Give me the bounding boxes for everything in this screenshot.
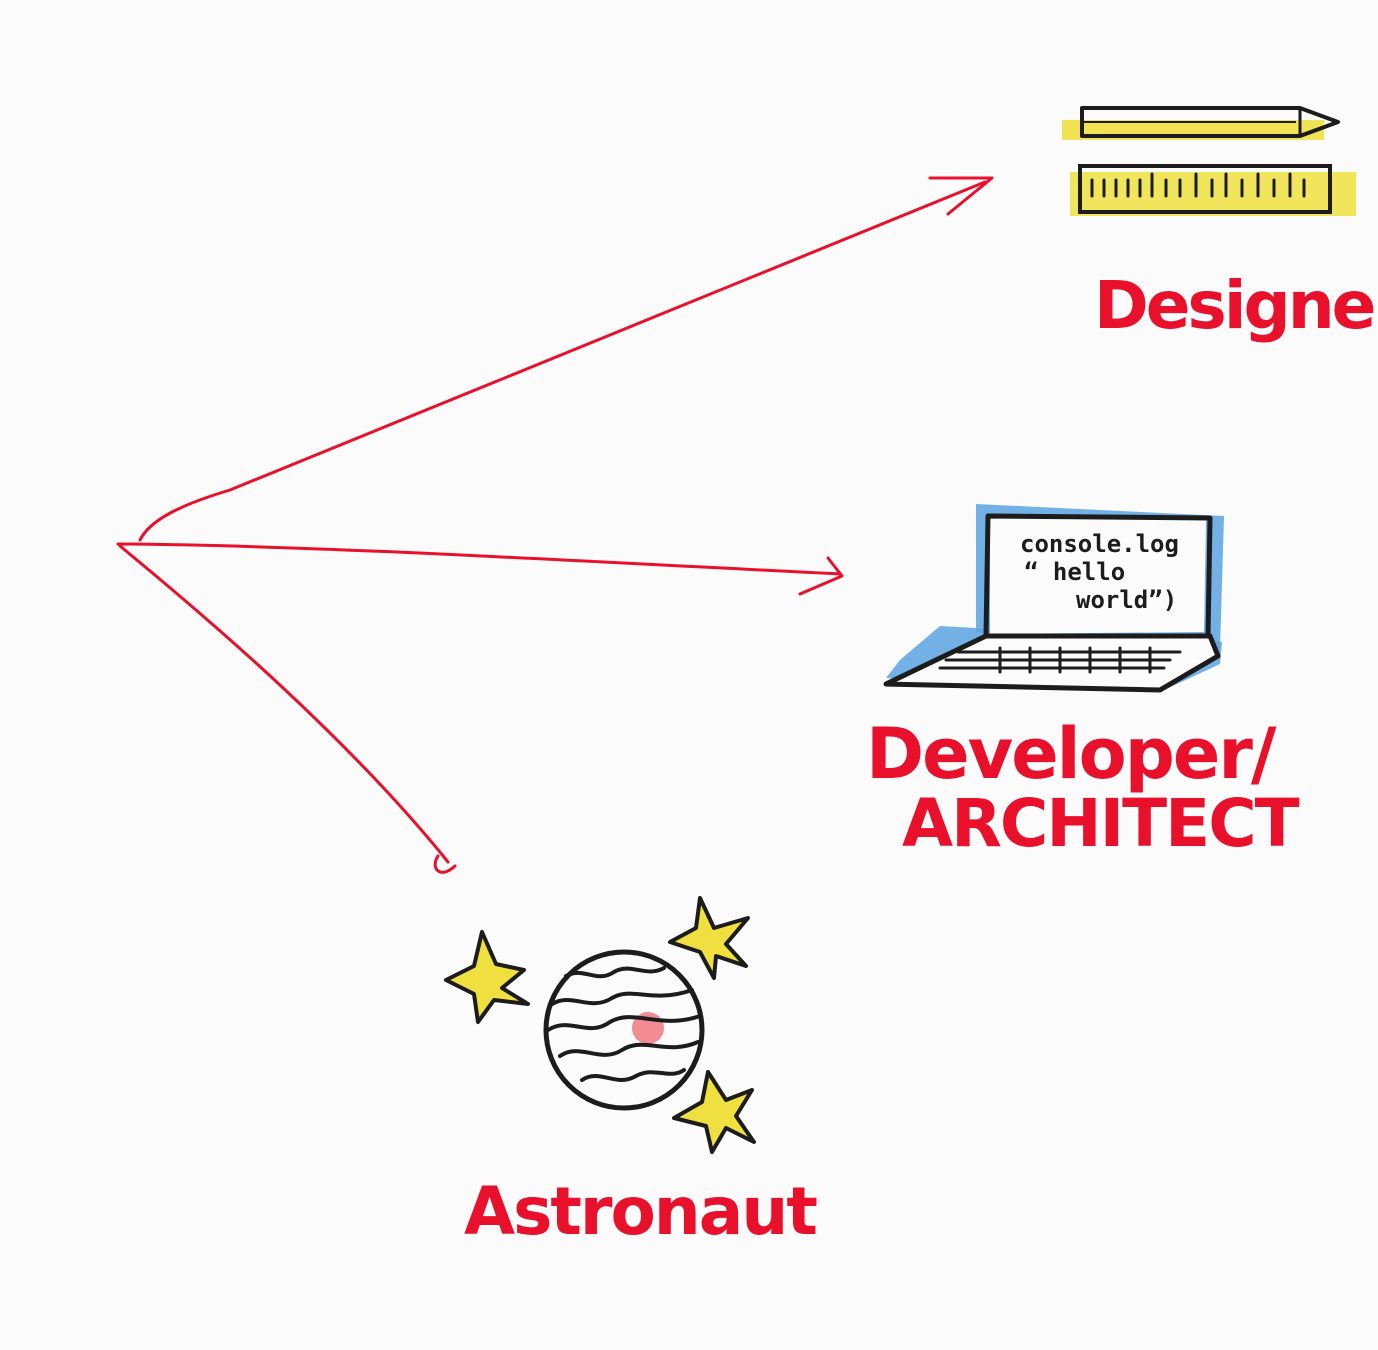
developer-label-line2: ARCHITECT [902,785,1300,862]
astronaut-label: Astronaut [464,1173,817,1250]
arrow-to-astronaut [118,544,450,864]
pencil-and-ruler-icon [1062,106,1356,216]
laptop-code-line3: world”) [1076,586,1177,614]
developer-label-line1: Developer/ [866,713,1277,795]
laptop-icon: console.log “ hello world”) [883,504,1224,693]
arrows [116,176,994,874]
designer-label: Designer [1094,267,1378,344]
arrow-to-developer [116,542,842,576]
arrow-to-designer [138,180,987,542]
star-icon [444,930,530,1024]
planet-and-stars-icon [444,896,756,1154]
star-icon [668,896,750,980]
arrow-head-astronaut [433,854,457,874]
star-icon [672,1070,756,1154]
arrow-head-developer [798,556,844,596]
arrow-head-designer [928,176,994,216]
laptop-code-line1: console.log [1020,530,1179,558]
laptop-code-line2: “ hello [1024,558,1125,586]
